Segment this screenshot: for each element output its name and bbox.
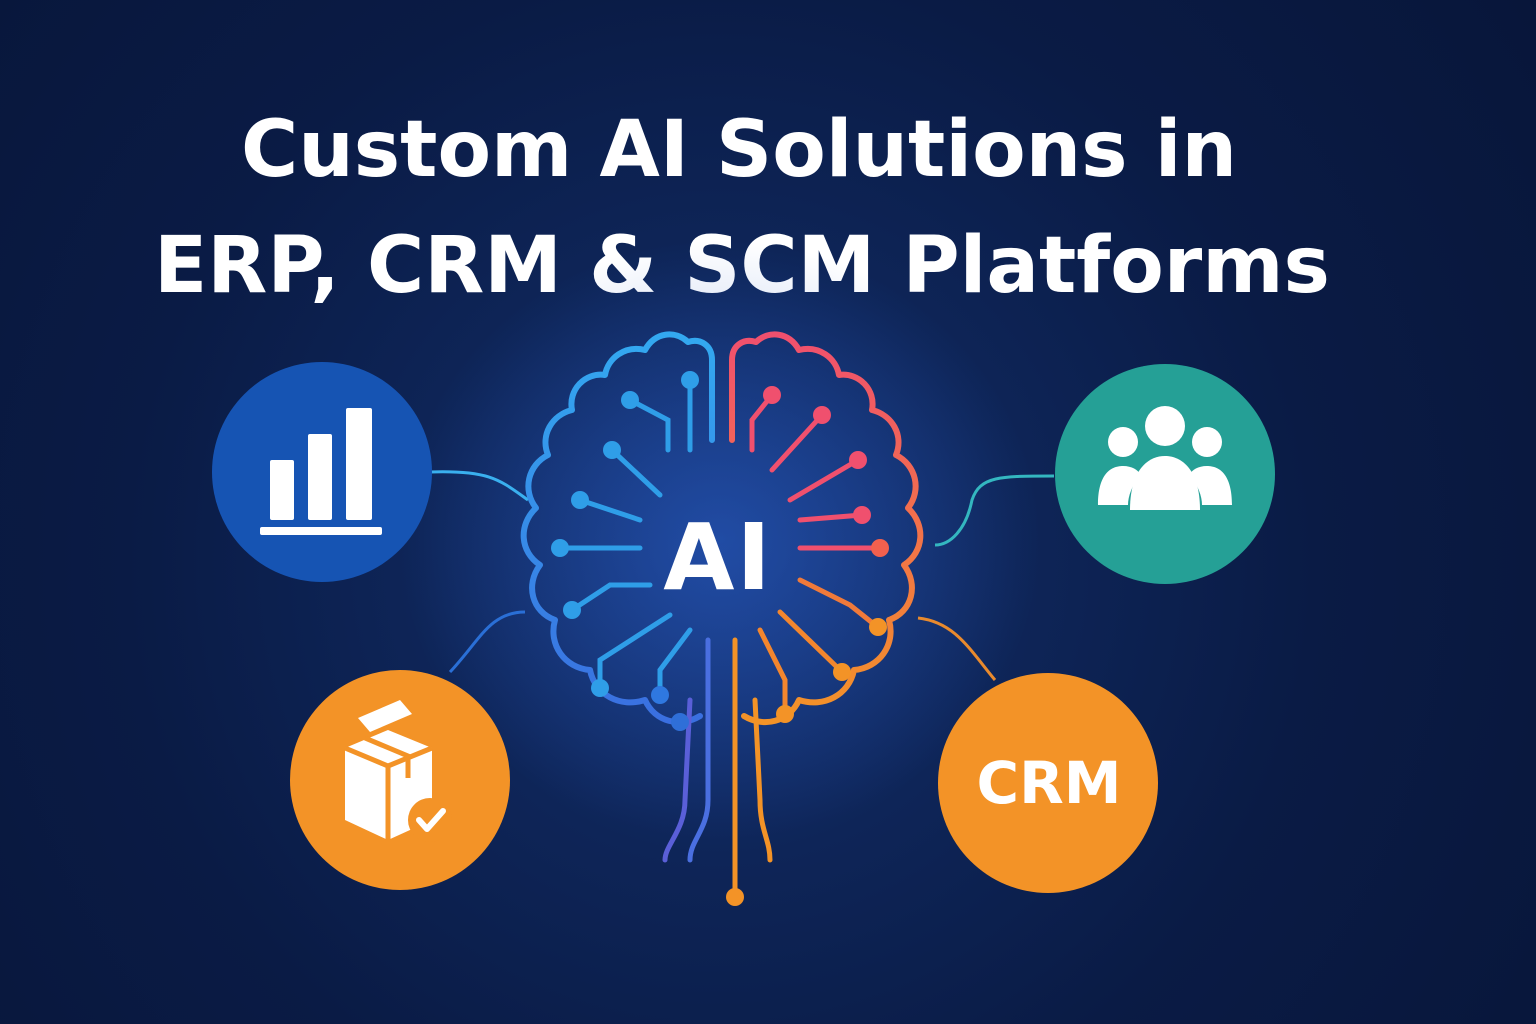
connector-package xyxy=(448,610,526,674)
ai-label: AI xyxy=(663,504,773,611)
circuit-right-nodes xyxy=(726,386,889,906)
node-crm xyxy=(938,673,1158,893)
package-check-icon xyxy=(344,700,452,842)
brain-circuit-icon xyxy=(520,331,924,726)
crm-label: CRM xyxy=(976,749,1122,817)
circuit-right xyxy=(732,392,883,898)
circuit-left-nodes xyxy=(551,371,699,731)
connector-users xyxy=(934,474,1055,547)
users-group-icon xyxy=(1098,406,1232,510)
node-users xyxy=(1055,364,1275,584)
bar-chart-icon xyxy=(260,408,382,535)
title-line-1: Custom AI Solutions in xyxy=(240,105,1238,195)
center-glow xyxy=(400,240,1040,840)
node-erp xyxy=(212,362,432,582)
connector-crm xyxy=(917,616,997,681)
connectors xyxy=(429,470,1055,681)
node-scm xyxy=(290,670,510,890)
connector-chart xyxy=(429,470,529,502)
node-crm-circle xyxy=(938,673,1158,893)
